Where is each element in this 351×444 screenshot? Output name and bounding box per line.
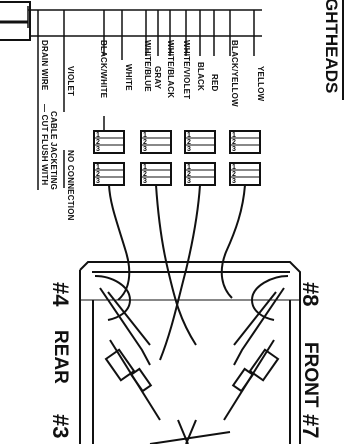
lightbar-outline — [79, 261, 301, 444]
wire-bus — [27, 6, 262, 37]
wire-label-red: RED — [210, 74, 219, 92]
svg-text:2: 2 — [96, 139, 100, 146]
left-wires — [37, 36, 65, 190]
section-heading: GHTHEADS — [322, 0, 341, 93]
wire-label-yellow: YELLOW — [256, 66, 265, 102]
connector-block: 1 2 3 — [184, 162, 216, 186]
connector-block: 1 2 3 — [229, 162, 261, 186]
connector-block: 1 2 3 — [140, 162, 172, 186]
lighthead-8 — [223, 275, 289, 421]
svg-text:3: 3 — [187, 178, 191, 185]
center-mount — [149, 419, 231, 444]
front-label: FRONT — [300, 342, 321, 408]
connector-block: 1 2 3 — [229, 130, 261, 154]
connector-row-2: 1 2 3 1 2 3 1 2 3 1 2 3 — [93, 162, 261, 186]
svg-text:3: 3 — [187, 146, 191, 153]
lighthead-number-4: #4 — [48, 282, 73, 307]
wire-label-black-white: BLACK/WHITE — [99, 40, 108, 99]
lighthead-4 — [94, 275, 161, 421]
wire-label-white: WHITE — [124, 64, 133, 91]
svg-text:3: 3 — [143, 178, 147, 185]
svg-text:2: 2 — [143, 139, 147, 146]
wire-label-white-violet: WHITE/VIOLET — [182, 40, 191, 99]
wire-label-black: BLACK — [196, 62, 205, 91]
connector-block: 1 2 3 — [93, 130, 125, 154]
svg-text:2: 2 — [187, 139, 191, 146]
rear-label: REAR — [50, 330, 71, 384]
cable-jacket — [0, 1, 31, 41]
wire-label-black-yellow: BLACK/YELLOW — [230, 40, 239, 107]
connector-block: 1 2 3 — [93, 162, 125, 186]
wire-labels: DRAIN WIRE — CUT FLUSH WITH CABLE JACKET… — [40, 40, 265, 221]
violet-note: NO CONNECTION — [66, 150, 75, 221]
lighthead-number-7: #7 — [298, 414, 323, 438]
drain-note-2: CABLE JACKETING — [49, 111, 58, 190]
svg-text:3: 3 — [96, 146, 100, 153]
svg-text:3: 3 — [143, 146, 147, 153]
connector-row-1: 1 2 3 1 2 3 1 2 3 1 2 3 — [93, 130, 261, 154]
drain-wire-label: DRAIN WIRE — [40, 40, 49, 91]
svg-text:2: 2 — [96, 171, 100, 178]
svg-text:1: 1 — [96, 132, 100, 139]
svg-text:1: 1 — [232, 164, 236, 171]
svg-text:3: 3 — [232, 146, 236, 153]
svg-text:2: 2 — [143, 171, 147, 178]
svg-text:1: 1 — [187, 132, 191, 139]
svg-text:2: 2 — [232, 139, 236, 146]
connector-wires — [103, 36, 255, 130]
svg-text:1: 1 — [96, 164, 100, 171]
wire-label-gray: GRAY — [153, 66, 162, 90]
lighthead-number-8: #8 — [298, 282, 323, 306]
svg-text:1: 1 — [143, 164, 147, 171]
svg-text:1: 1 — [187, 164, 191, 171]
svg-text:2: 2 — [187, 171, 191, 178]
svg-text:1: 1 — [143, 132, 147, 139]
svg-text:2: 2 — [232, 171, 236, 178]
wire-label-white-black: WHITE/BLACK — [166, 40, 175, 98]
connector-block: 1 2 3 — [184, 130, 216, 154]
svg-text:3: 3 — [96, 178, 100, 185]
svg-text:3: 3 — [232, 178, 236, 185]
connector-block: 1 2 3 — [140, 130, 172, 154]
violet-label: VIOLET — [66, 66, 75, 96]
drain-note-1: — CUT FLUSH WITH — [40, 104, 49, 185]
wire-label-white-blue: WHITE/BLUE — [143, 40, 152, 92]
lighthead-number-3: #3 — [48, 414, 73, 438]
svg-text:1: 1 — [232, 132, 236, 139]
